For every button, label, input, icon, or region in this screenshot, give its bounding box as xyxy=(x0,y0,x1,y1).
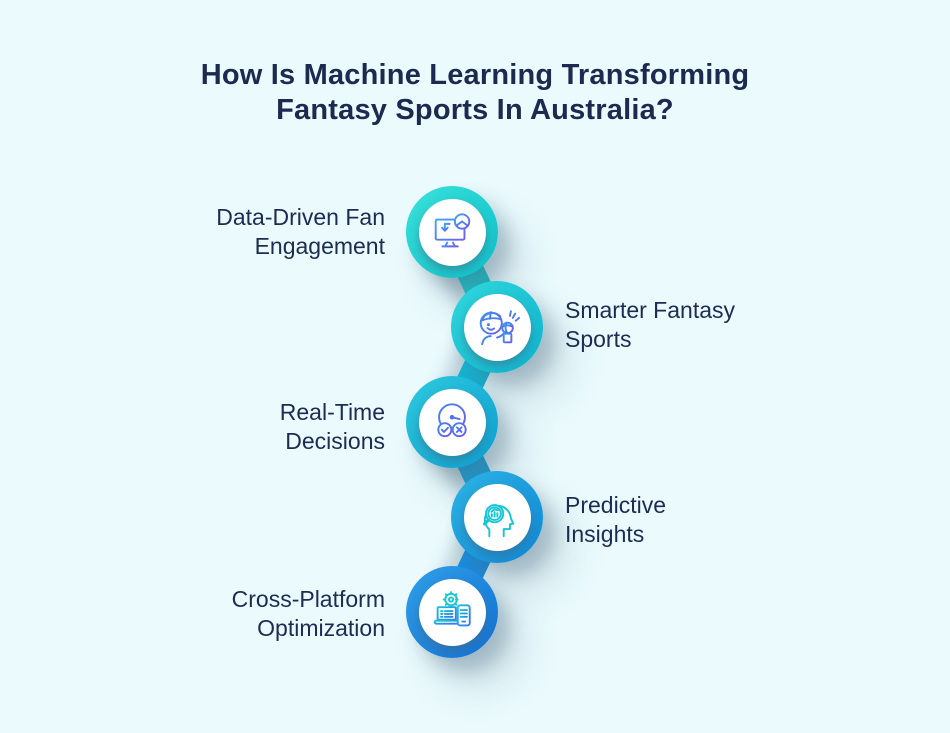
node-label-3: Real-Time Decisions xyxy=(279,399,385,454)
node-circle-2 xyxy=(451,281,543,373)
page-title-line1: How Is Machine Learning Transforming xyxy=(200,59,750,91)
node-label-5: Cross-Platform Optimization xyxy=(231,586,385,641)
devices-gear-icon xyxy=(433,591,471,627)
page-title-line2: Fantasy Sports In Australia? xyxy=(276,94,674,126)
node-circle-1 xyxy=(406,186,498,278)
monitor-analytics-icon xyxy=(434,213,471,248)
fantasy-player-icon xyxy=(479,310,520,346)
node-circle-5 xyxy=(406,566,498,658)
node-label-1: Data-Driven Fan Engagement xyxy=(216,204,385,259)
node-label-4: Predictive Insights xyxy=(565,492,666,547)
head-insights-icon xyxy=(482,504,515,538)
page-title: How Is Machine Learning Transforming Fan… xyxy=(0,58,950,128)
node-circle-3 xyxy=(406,376,498,468)
node-circle-4 xyxy=(451,471,543,563)
node-label-2: Smarter Fantasy Sports xyxy=(565,297,735,352)
clock-decision-icon xyxy=(437,403,467,438)
